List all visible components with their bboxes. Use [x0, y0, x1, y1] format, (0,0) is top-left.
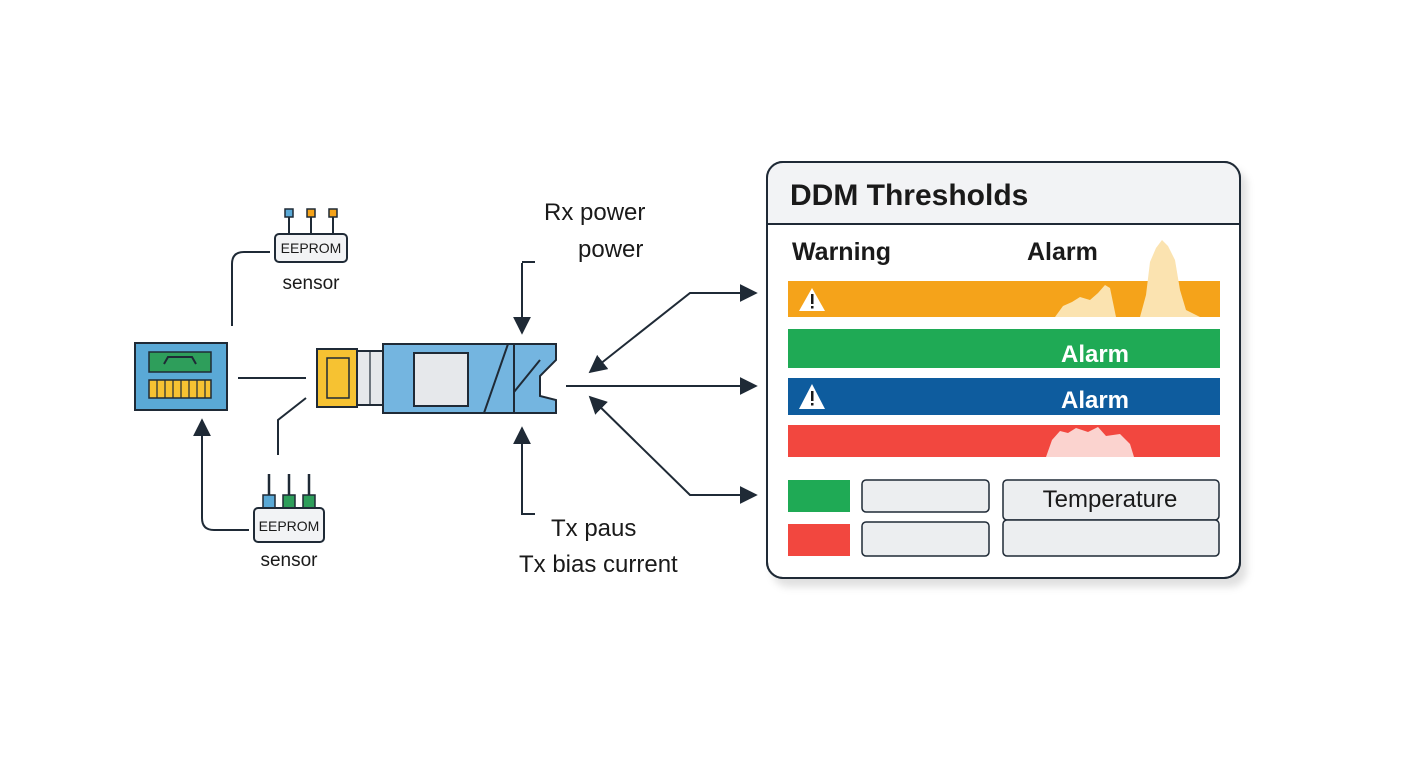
ddm-thresholds-panel [766, 161, 1241, 579]
host-board-icon [134, 342, 228, 411]
tx-bias-arrow [513, 426, 535, 515]
threshold-bar-blue [788, 378, 1220, 415]
temperature-value-cell [1002, 519, 1220, 557]
eeprom-chip-bottom-icon [253, 474, 325, 543]
module-panel-arrows [566, 284, 758, 504]
panel-title: DDM Thresholds [790, 179, 1028, 212]
eeprom-top-link [231, 251, 270, 326]
eeprom-top-label: EEPROM [281, 240, 342, 256]
column-warning-header: Warning [792, 238, 891, 266]
eeprom-bottom-link [277, 397, 307, 455]
threshold-bar-red [788, 425, 1220, 457]
green-bar-alarm-label: Alarm [1061, 341, 1129, 368]
warning-triangle-icon [799, 288, 825, 311]
threshold-bar-orange [788, 240, 1220, 317]
temperature-label: Temperature [1043, 486, 1178, 513]
rx-power-label-line1: Rx power [544, 199, 645, 226]
eeprom-top-caption: sensor [282, 273, 340, 294]
eeprom-bottom-caption: sensor [260, 550, 318, 571]
blue-bar-alarm-label: Alarm [1061, 387, 1129, 414]
value-cell-1 [861, 479, 990, 513]
eeprom-bottom-label: EEPROM [259, 518, 320, 534]
value-cell-2 [861, 521, 990, 557]
status-swatch-red [788, 524, 850, 556]
column-alarm-header: Alarm [1027, 238, 1098, 266]
sfp-module-icon [316, 343, 557, 414]
eeprom-chip-top-icon [274, 208, 348, 263]
tx-label-line2: Tx bias current [519, 551, 678, 578]
threshold-bar-green [788, 329, 1220, 368]
eeprom-bottom-to-board-arrow [193, 418, 249, 531]
status-table [788, 479, 1220, 557]
status-swatch-green [788, 480, 850, 512]
rx-power-label-line2: power [578, 236, 643, 263]
warning-triangle-icon [799, 384, 825, 409]
tx-label-line1: Tx paus [551, 515, 636, 542]
